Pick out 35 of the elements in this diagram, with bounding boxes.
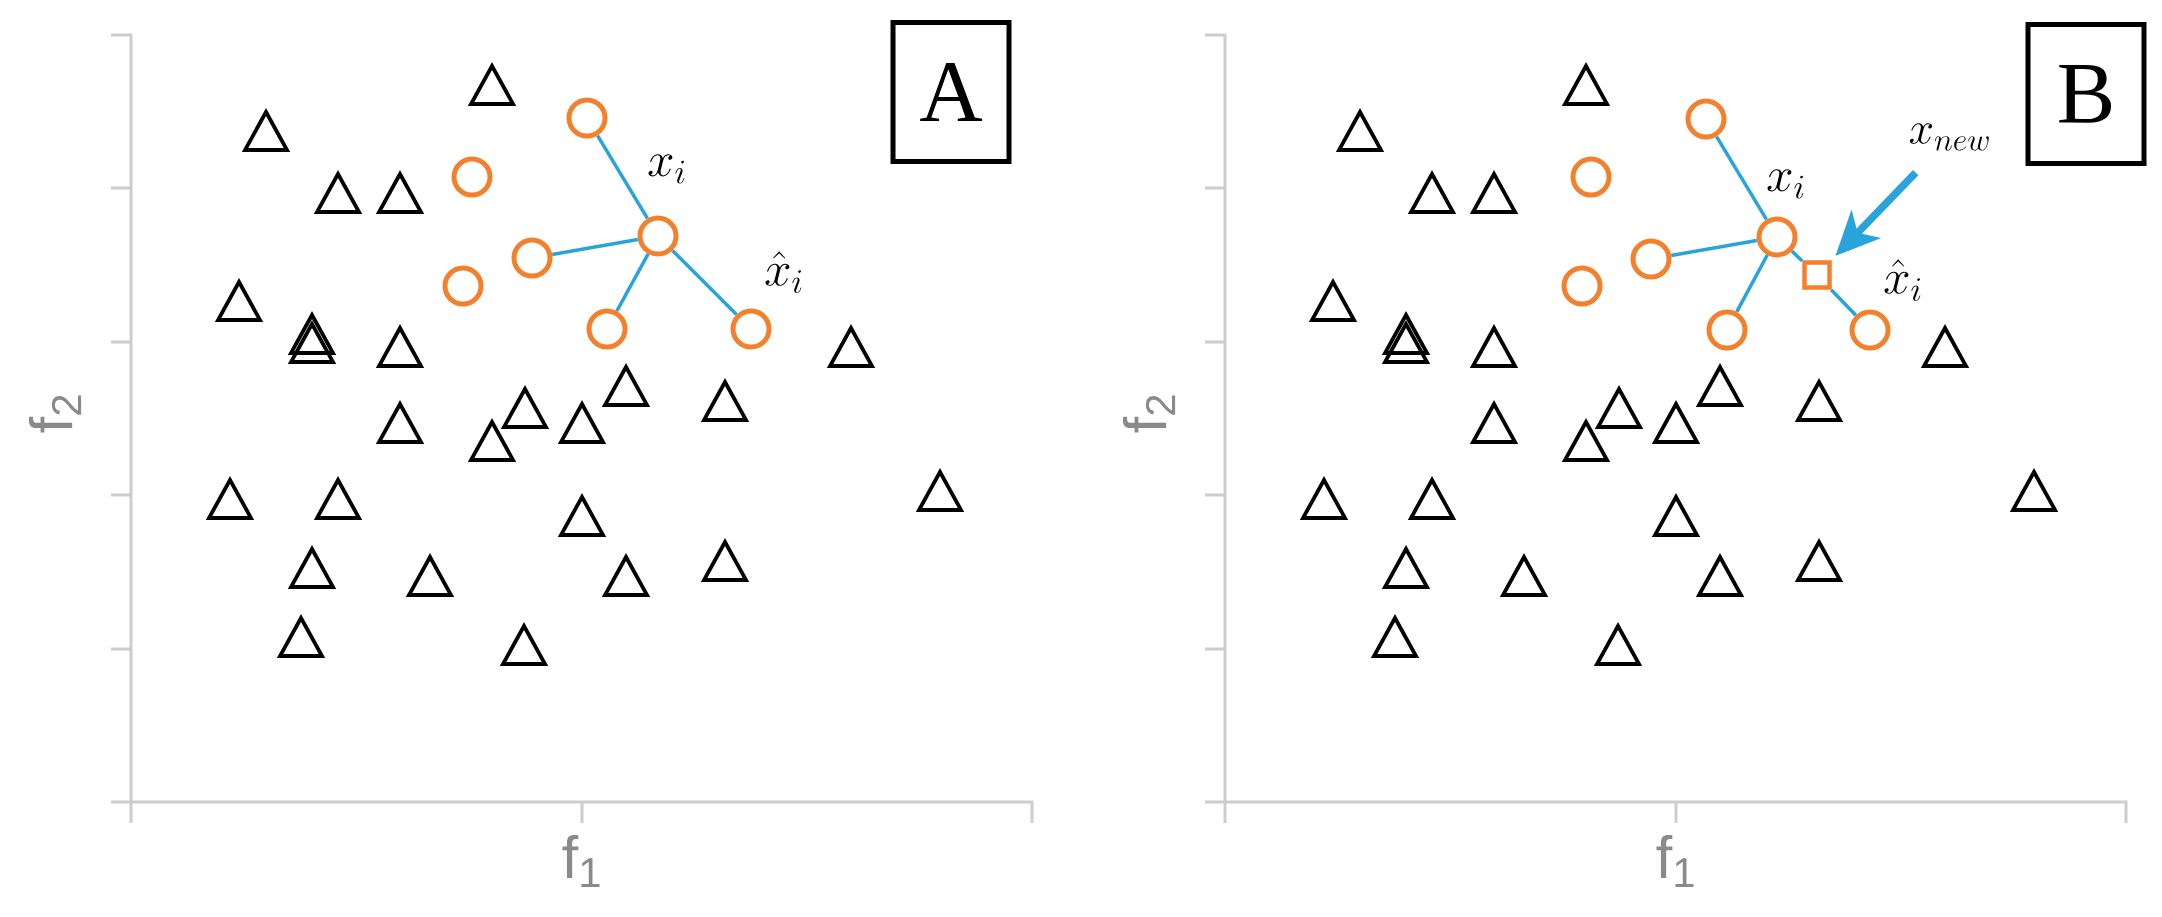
circle-marker	[1561, 265, 1603, 307]
axis-label: f$_{1}$	[1656, 834, 1694, 888]
circle-marker	[511, 237, 553, 279]
connector-line	[671, 249, 738, 316]
axis-label: f$_{2}$	[28, 395, 82, 433]
point-label: $\hat{x}_i$	[765, 251, 802, 294]
circle-marker	[1756, 216, 1798, 258]
circle-marker	[730, 308, 772, 350]
circle-marker	[1685, 98, 1727, 140]
connector-line	[615, 253, 650, 312]
connector-line	[1670, 238, 1758, 258]
circle-marker	[1630, 238, 1672, 280]
panel-label-box: A	[890, 19, 1012, 164]
circle-marker	[1706, 309, 1748, 351]
axis-label: f$_{1}$	[562, 834, 600, 888]
circle-marker	[566, 97, 608, 139]
circle-marker	[586, 308, 628, 350]
connector-line	[551, 237, 639, 257]
point-label: $x_{new}$	[1909, 123, 1989, 151]
circle-marker	[1570, 156, 1612, 198]
axis-label: f$_{2}$	[1122, 395, 1176, 433]
connector-line	[1715, 135, 1768, 221]
circle-marker	[1849, 309, 1891, 351]
connector-line	[1829, 288, 1858, 317]
connector-line	[596, 134, 649, 220]
square-marker	[1802, 260, 1832, 290]
panel-label-box: B	[2025, 21, 2147, 166]
circle-marker	[442, 265, 484, 307]
connector-line	[1790, 249, 1804, 263]
point-label: $x_i$	[1767, 169, 1804, 199]
point-label: $\hat{x}_i$	[1884, 259, 1921, 302]
point-label: $x_i$	[648, 154, 685, 184]
circle-marker	[451, 156, 493, 198]
connector-line	[1735, 254, 1769, 313]
circle-marker	[637, 215, 679, 257]
